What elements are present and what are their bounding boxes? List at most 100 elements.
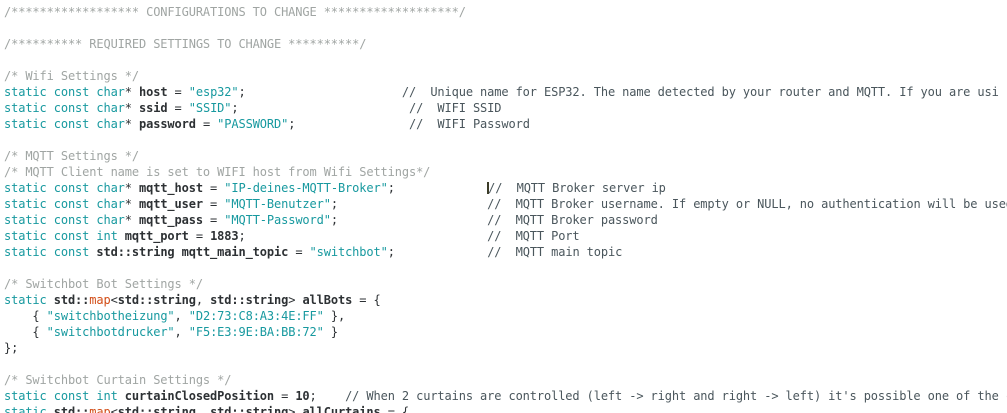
- code-token: std::string: [117, 405, 196, 413]
- code-token: ;: [330, 197, 338, 211]
- code-token: "switchbot": [309, 245, 388, 259]
- code-token: *: [124, 181, 139, 195]
- code-token: // Unique name for ESP32. The name detec…: [401, 85, 999, 99]
- code-token: curtainClosedPosition: [124, 389, 274, 403]
- code-token: ;: [238, 229, 246, 243]
- code-token: ;: [288, 117, 296, 131]
- code-token: ;: [330, 213, 338, 227]
- code-line: };: [4, 340, 1007, 356]
- code-token: password: [139, 117, 196, 131]
- code-line: static const int mqtt_port = 1883; // MQ…: [4, 228, 1007, 244]
- code-token: // MQTT Port: [487, 229, 580, 243]
- code-token: }: [323, 325, 338, 339]
- code-line: static const char* mqtt_host = "IP-deine…: [4, 180, 1007, 196]
- code-line: { "switchbotdrucker", "F5:E3:9E:BA:BB:72…: [4, 324, 1007, 340]
- code-token: =: [202, 197, 225, 211]
- code-token: "D2:73:C8:A3:4E:FF": [188, 309, 324, 323]
- code-token: [395, 181, 487, 195]
- code-token: allCurtains: [302, 405, 381, 413]
- code-token: <: [110, 293, 118, 307]
- code-line: [4, 52, 1007, 68]
- code-token: <: [110, 405, 118, 413]
- code-token: ,: [174, 325, 189, 339]
- code-token: ,: [195, 405, 211, 413]
- code-token: },: [323, 309, 346, 323]
- code-token: static: [4, 293, 54, 307]
- code-token: /* Switchbot Curtain Settings */: [4, 373, 232, 387]
- code-token: >: [288, 405, 303, 413]
- code-line: static const std::string mqtt_main_topic…: [4, 244, 1007, 260]
- code-token: // MQTT Broker password: [487, 213, 658, 227]
- code-line: /* Switchbot Bot Settings */: [4, 276, 1007, 292]
- code-token: allBots: [302, 293, 353, 307]
- code-token: /* MQTT Settings */: [4, 149, 139, 163]
- code-token: // When 2 curtains are controlled (left …: [345, 389, 1007, 403]
- code-token: *: [124, 85, 139, 99]
- code-token: std::: [53, 405, 90, 413]
- code-token: [338, 213, 487, 227]
- code-token: map: [89, 405, 111, 413]
- code-token: /* MQTT Client name is set to WIFI host …: [4, 165, 431, 179]
- code-token: "switchbotdrucker": [46, 325, 175, 339]
- text-cursor: [487, 182, 490, 194]
- code-token: static const char: [4, 197, 125, 211]
- code-token: static const int: [4, 229, 125, 243]
- code-token: {: [4, 325, 47, 339]
- code-token: static const char: [4, 85, 125, 99]
- code-token: ;: [309, 389, 317, 403]
- code-line: [4, 356, 1007, 372]
- code-token: std::string: [96, 245, 182, 259]
- code-token: std::string: [210, 293, 289, 307]
- code-token: *: [124, 197, 139, 211]
- code-token: [295, 117, 409, 131]
- code-token: "PASSWORD": [217, 117, 289, 131]
- code-token: [338, 197, 487, 211]
- code-token: ;: [231, 101, 239, 115]
- code-line: { "switchbotheizung", "D2:73:C8:A3:4E:FF…: [4, 308, 1007, 324]
- code-token: =: [288, 245, 310, 259]
- code-token: mqtt_main_topic: [181, 245, 289, 259]
- code-token: // MQTT Broker username. If empty or NUL…: [487, 197, 1007, 211]
- code-token: static const char: [4, 117, 125, 131]
- code-token: =: [167, 85, 189, 99]
- code-token: mqtt_user: [139, 197, 203, 211]
- code-token: static const: [4, 245, 97, 259]
- code-token: mqtt_host: [139, 181, 203, 195]
- code-token: static const char: [4, 101, 125, 115]
- code-line: static const char* mqtt_pass = "MQTT-Pas…: [4, 212, 1007, 228]
- code-token: std::string: [210, 405, 289, 413]
- code-token: [395, 245, 487, 259]
- code-line: /****************** CONFIGURATIONS TO CH…: [4, 4, 1007, 20]
- code-token: *: [124, 213, 139, 227]
- code-line: static const int curtainClosedPosition =…: [4, 388, 1007, 404]
- code-token: mqtt_pass: [139, 213, 203, 227]
- code-token: static const int: [4, 389, 125, 403]
- code-token: // WIFI Password: [409, 117, 530, 131]
- code-line: /* Switchbot Curtain Settings */: [4, 372, 1007, 388]
- code-token: ;: [238, 85, 246, 99]
- code-line: /* MQTT Client name is set to WIFI host …: [4, 164, 1007, 180]
- code-token: "F5:E3:9E:BA:BB:72": [188, 325, 324, 339]
- code-token: "switchbotheizung": [46, 309, 175, 323]
- code-token: 10: [295, 389, 310, 403]
- code-token: = {: [352, 293, 381, 307]
- code-token: /****************** CONFIGURATIONS TO CH…: [4, 5, 466, 19]
- code-token: =: [195, 117, 218, 131]
- code-line: [4, 20, 1007, 36]
- code-line: static std::map<std::string, std::string…: [4, 292, 1007, 308]
- code-token: static: [4, 405, 54, 413]
- code-token: =: [202, 181, 225, 195]
- code-token: "MQTT-Password": [224, 213, 331, 227]
- code-token: {: [4, 309, 47, 323]
- code-token: "MQTT-Benutzer": [224, 197, 331, 211]
- code-token: [317, 389, 345, 403]
- code-token: ssid: [139, 101, 168, 115]
- code-token: =: [188, 229, 211, 243]
- code-token: std::: [53, 293, 90, 307]
- code-token: "IP-deines-MQTT-Broker": [224, 181, 388, 195]
- code-token: = {: [380, 405, 410, 413]
- code-token: ,: [195, 293, 211, 307]
- code-token: [246, 85, 402, 99]
- code-token: ;: [387, 181, 395, 195]
